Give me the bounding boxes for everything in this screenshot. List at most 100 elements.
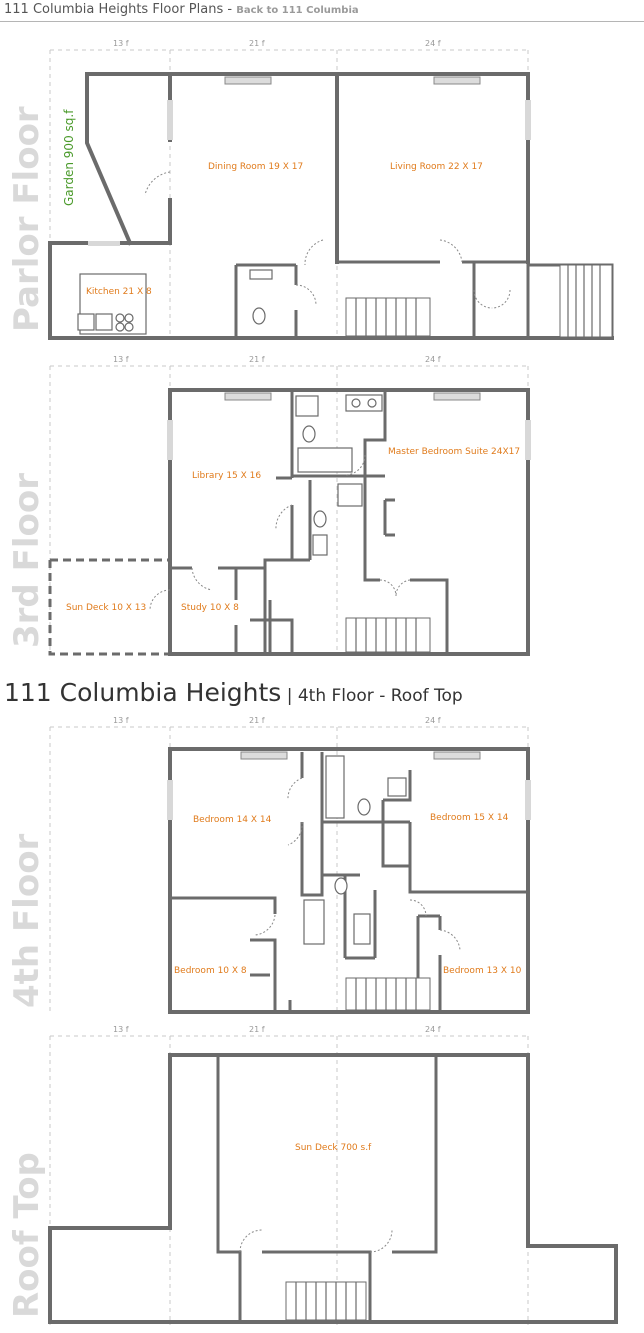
roof-top-label: Roof Top	[7, 1152, 47, 1318]
garden-wall	[85, 72, 172, 246]
library-label: Library 15 X 16	[192, 471, 261, 481]
page-title: 111 Columbia Heights Floor Plans - Back …	[4, 2, 359, 17]
library-side-window	[167, 420, 173, 460]
double-sink	[345, 394, 383, 412]
closet-door-swing	[439, 929, 461, 951]
section-subtitle: | 4th Floor - Roof Top	[281, 686, 463, 706]
third-bathtub	[297, 447, 353, 473]
stove-burner-icon	[115, 313, 125, 323]
bedroom-15x14-label: Bedroom 15 X 14	[430, 813, 509, 823]
third-closet2-wall	[383, 498, 395, 537]
bed2-side-window	[525, 780, 531, 820]
section-title-text: 111 Columbia Heights	[4, 678, 282, 707]
sink-basin-icon	[351, 398, 361, 408]
master-window	[433, 392, 481, 401]
fourth-stairs	[345, 977, 431, 1011]
fourth-sink-1	[387, 777, 407, 797]
bed1-door-swing	[287, 777, 303, 846]
third-stair-treads	[355, 618, 417, 652]
fourth-bed4-wall	[408, 866, 528, 894]
third-study-wall	[170, 566, 265, 654]
bed3-door-swing	[254, 914, 276, 936]
stoop-stairs	[559, 264, 613, 338]
roof-door-swing	[239, 1229, 263, 1253]
third-master-wall	[292, 392, 449, 654]
toilet-icon	[313, 510, 327, 528]
kitchen-sink	[77, 313, 95, 331]
dining-window	[224, 76, 272, 85]
toilet-icon	[252, 307, 266, 325]
bed4-door-swing	[409, 899, 427, 917]
roof-dim-b: 21 f	[249, 1025, 265, 1034]
third-shower	[295, 395, 319, 417]
garden-label: Garden 900 sq.f	[62, 109, 76, 206]
fourth-floor-plan: 13 f 21 f 24 f Bedroom 14 X 14 Bedroom 1…	[7, 716, 531, 1014]
parlor-hall-wall	[337, 260, 530, 338]
roof-dim-a: 13 f	[113, 1025, 129, 1034]
parlor-dim-a: 13 f	[113, 39, 129, 48]
library-window	[224, 392, 272, 401]
dining-room-label: Dining Room 19 X 17	[208, 162, 303, 172]
garden-door-swing	[144, 171, 171, 196]
fourth-sink-2	[353, 913, 371, 945]
fourth-bathtub-1	[325, 755, 345, 819]
master-bedroom-label: Master Bedroom Suite 24X17	[388, 447, 520, 457]
garden-window	[88, 241, 120, 246]
study-label: Study 10 X 8	[181, 603, 239, 613]
library-door-swing	[275, 504, 293, 531]
fourth-closet-wall	[416, 914, 442, 1012]
section-heading: 111 Columbia Heights | 4th Floor - Roof …	[4, 678, 463, 707]
toilet-icon	[334, 877, 348, 895]
third-stairs	[345, 617, 431, 653]
fourth-floor-label: 4th Floor	[7, 833, 47, 1008]
third-floor-plan: 13 f 21 f 24 f Library	[7, 355, 531, 656]
bedroom-14x14-label: Bedroom 14 X 14	[193, 815, 272, 825]
third-sink-2	[312, 534, 328, 556]
parlor-stair-treads	[355, 298, 417, 336]
fourth-bath-wall	[320, 770, 412, 877]
roof-stair-treads	[295, 1282, 357, 1320]
master-side-window	[525, 420, 531, 460]
stove-burner-icon	[115, 322, 125, 332]
third-dim-c: 24 f	[425, 355, 441, 364]
kitchen-label: Kitchen 21 X 8	[86, 287, 152, 297]
parlor-floor-plan: 13 f 21 f 24 f	[7, 39, 614, 340]
bed1-side-window	[167, 780, 173, 820]
third-bath-wall	[263, 480, 312, 654]
parlor-floor-label: Parlor Floor	[7, 106, 47, 332]
fourth-bed1-wall	[170, 752, 324, 914]
fourth-outer-wall	[168, 747, 530, 1014]
dining-side-window	[167, 100, 173, 140]
closet-door-swing	[473, 289, 511, 309]
bed1-window	[240, 751, 288, 760]
parlor-dim-b: 21 f	[249, 39, 265, 48]
third-dim-a: 13 f	[113, 355, 129, 364]
bedroom-10x8-label: Bedroom 10 X 8	[174, 966, 247, 976]
stove-burner-icon	[124, 313, 134, 323]
bed2-window	[433, 751, 481, 760]
living-room-label: Living Room 22 X 17	[390, 162, 483, 172]
parlor-outer-wall	[168, 72, 530, 264]
sun-deck-label: Sun Deck 10 X 13	[66, 603, 146, 613]
page-header: 111 Columbia Heights Floor Plans - Back …	[0, 0, 644, 22]
toilet-icon	[302, 425, 316, 443]
bedroom-13x10-label: Bedroom 13 X 10	[443, 966, 522, 976]
master-door-swing	[344, 454, 366, 476]
third-closet-wall	[250, 600, 294, 654]
third-floor-label: 3rd Floor	[7, 473, 47, 648]
parlor-dim-c: 24 f	[425, 39, 441, 48]
third-sundeck-outline	[48, 558, 170, 656]
sundeck-door-swing	[149, 589, 171, 611]
study-door-swing	[191, 567, 213, 591]
dining-door-swing	[304, 239, 324, 266]
toilet-icon	[357, 798, 371, 816]
back-link[interactable]: Back to 111 Columbia	[236, 5, 359, 16]
fourth-dim-c: 24 f	[425, 716, 441, 725]
roof-dim-c: 24 f	[425, 1025, 441, 1034]
living-side-window	[525, 100, 531, 140]
parlor-bath-wall	[234, 263, 298, 338]
fourth-dim-b: 21 f	[249, 716, 265, 725]
fourth-bed3-wall	[250, 938, 305, 1014]
roof-outer-wall	[48, 1053, 618, 1324]
